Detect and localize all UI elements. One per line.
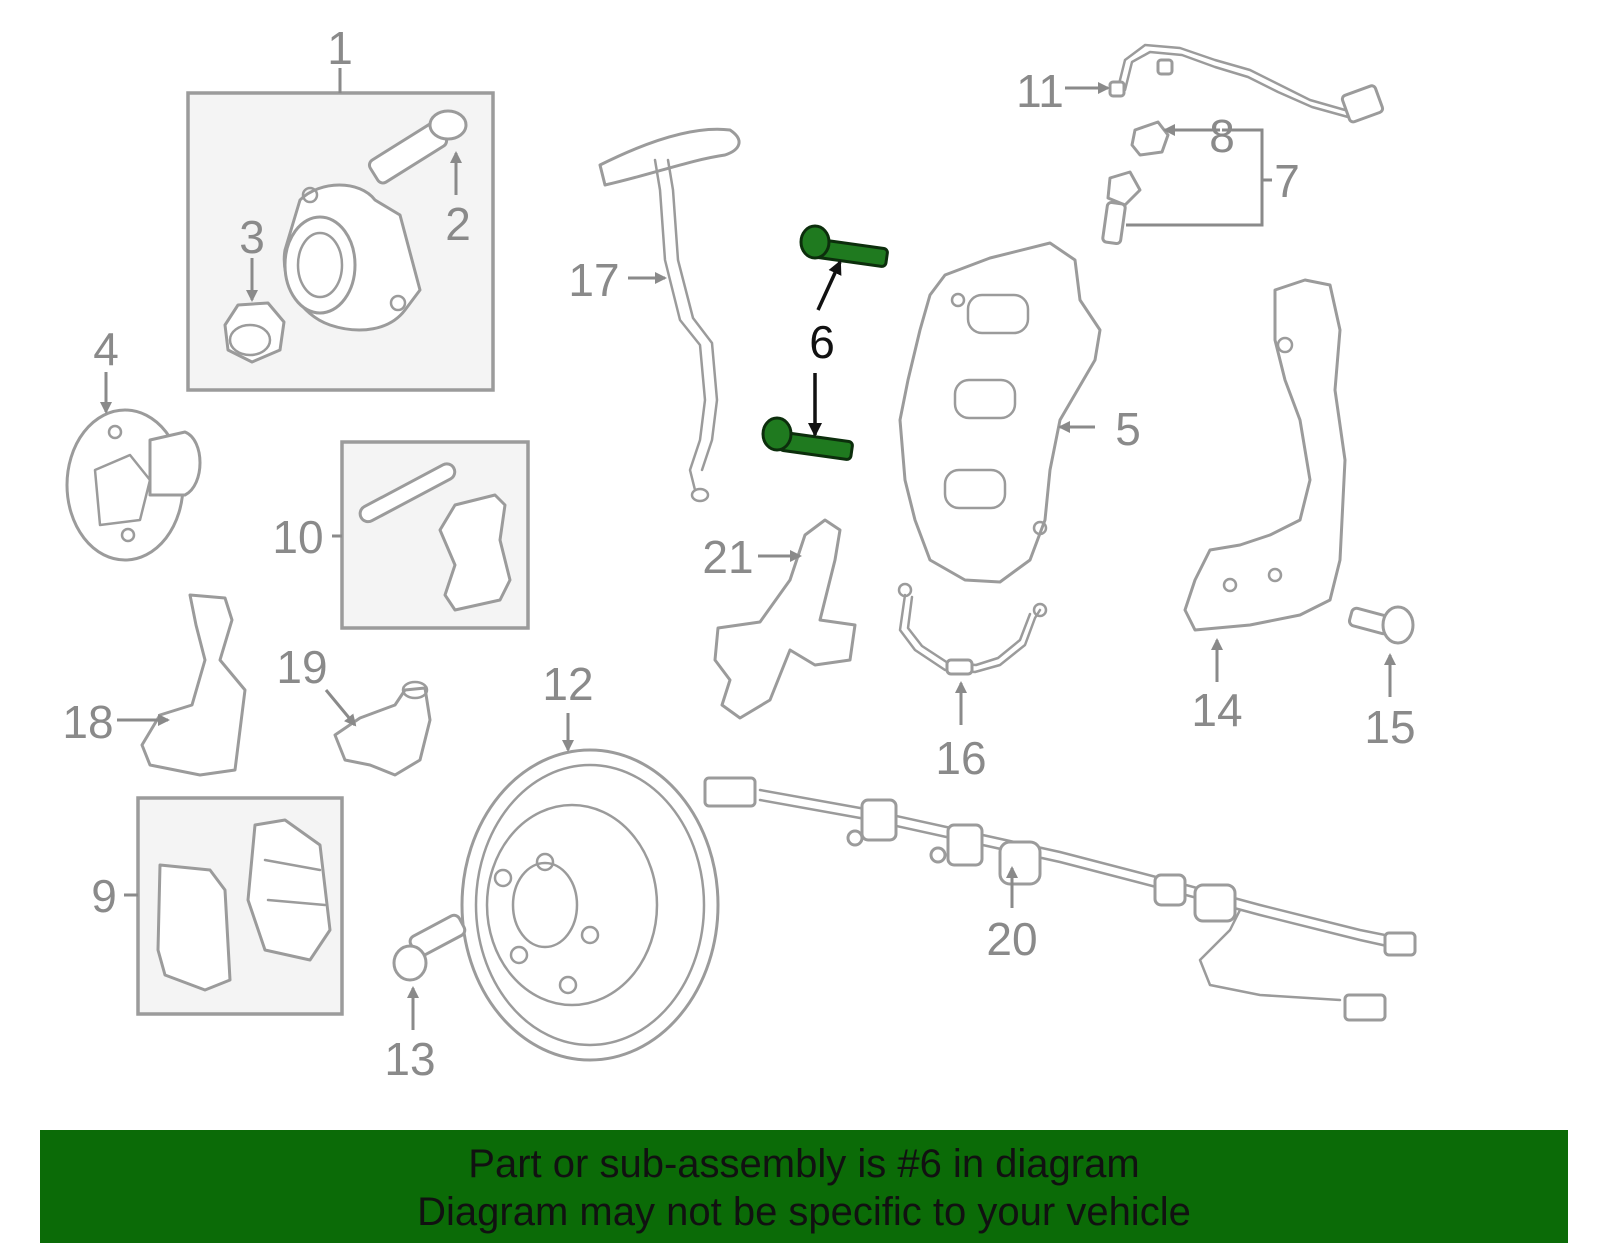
callout-10[interactable]: 10 [272, 511, 323, 563]
callout-5[interactable]: 5 [1115, 403, 1141, 455]
callout-3[interactable]: 3 [239, 211, 265, 263]
part-12-rotor [460, 748, 720, 1062]
callout-14[interactable]: 14 [1191, 684, 1242, 736]
part-1-wheel-bearing [282, 183, 422, 332]
callout-4[interactable]: 4 [93, 323, 119, 375]
part-18-bracket [140, 593, 247, 777]
part-20-wiring-harness [703, 776, 1417, 1022]
part-9-brake-pads [156, 818, 332, 992]
part-15-bolt [1347, 605, 1415, 645]
part-14-splash-shield [1183, 278, 1347, 632]
banner-line-2: Diagram may not be specific to your vehi… [417, 1190, 1191, 1234]
part-13-bolt [392, 913, 467, 982]
part-4-hub [65, 408, 202, 562]
callout-16[interactable]: 16 [935, 732, 986, 784]
callout-17[interactable]: 17 [568, 254, 619, 306]
banner-line-1: Part or sub-assembly is #6 in diagram [468, 1142, 1140, 1186]
callout-19[interactable]: 19 [276, 641, 327, 693]
callout-9[interactable]: 9 [91, 870, 117, 922]
callout-21[interactable]: 21 [702, 531, 753, 583]
callout-7[interactable]: 7 [1274, 155, 1300, 207]
callout-15[interactable]: 15 [1364, 701, 1415, 753]
callout-8[interactable]: 8 [1209, 110, 1235, 162]
part-7-bleeder [1101, 170, 1142, 246]
callout-11[interactable]: 11 [1016, 65, 1064, 117]
info-banner: Part or sub-assembly is #6 in diagram Di… [40, 1130, 1568, 1243]
part-3-nut [223, 301, 286, 364]
callout-12[interactable]: 12 [542, 658, 593, 710]
callout-1[interactable]: 1 [327, 22, 353, 74]
callout-18[interactable]: 18 [62, 696, 113, 748]
leader-lines [100, 68, 1396, 1030]
callout-6[interactable]: 6 [809, 316, 835, 368]
brake-assembly-diagram: 1 2 3 4 5 6 7 8 9 10 11 12 13 14 15 16 1… [62, 22, 1417, 1085]
part-11-sensor-harness [1108, 43, 1385, 124]
callout-13[interactable]: 13 [384, 1033, 435, 1085]
part-10-pad-hardware [358, 462, 512, 612]
callout-20[interactable]: 20 [986, 913, 1037, 965]
callout-2[interactable]: 2 [445, 198, 471, 250]
part-8-cap [1130, 120, 1170, 157]
part-2-bolt [367, 109, 468, 185]
part-5-caliper [898, 241, 1102, 584]
part-6-caliper-bolts [761, 224, 889, 461]
part-16-wear-sensor [897, 582, 1048, 676]
part-17-brake-hose [598, 127, 741, 503]
part-19-sensor [333, 680, 432, 777]
part-21-bracket [713, 518, 857, 720]
